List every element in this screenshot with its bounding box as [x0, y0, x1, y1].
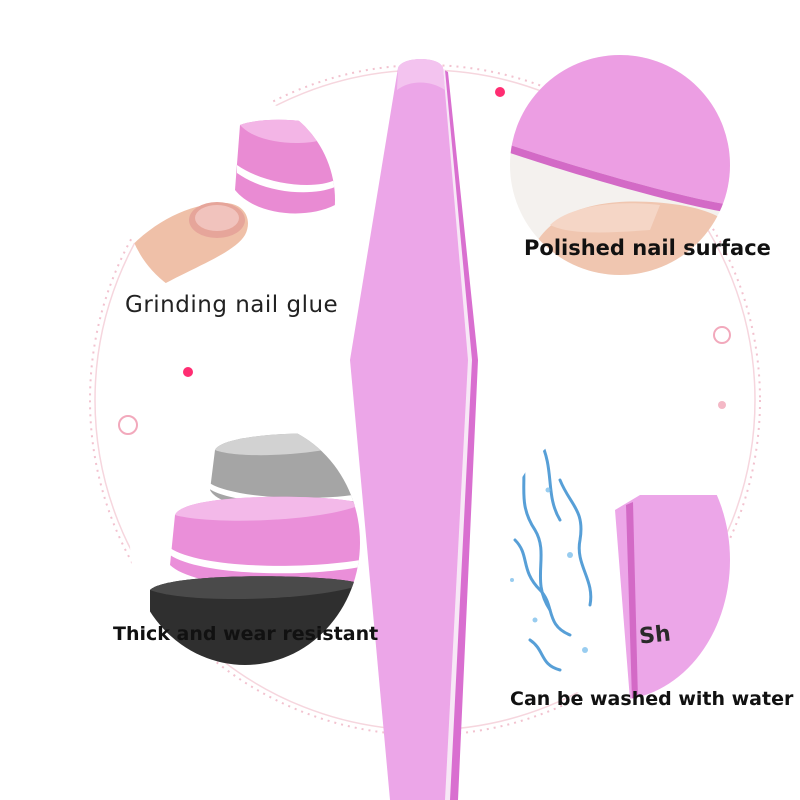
thick-label: Thick and wear resistant: [113, 623, 379, 645]
product-imprint: Sh: [638, 621, 673, 650]
polished-label: Polished nail surface: [524, 236, 771, 260]
washable-label: Can be washed with water: [510, 688, 794, 710]
grinding-photo: [125, 95, 335, 305]
thick-photo: [130, 420, 360, 665]
polished-photo: [510, 55, 730, 275]
grinding-label: Grinding nail glue: [125, 292, 339, 318]
washable-photo: [500, 420, 730, 700]
